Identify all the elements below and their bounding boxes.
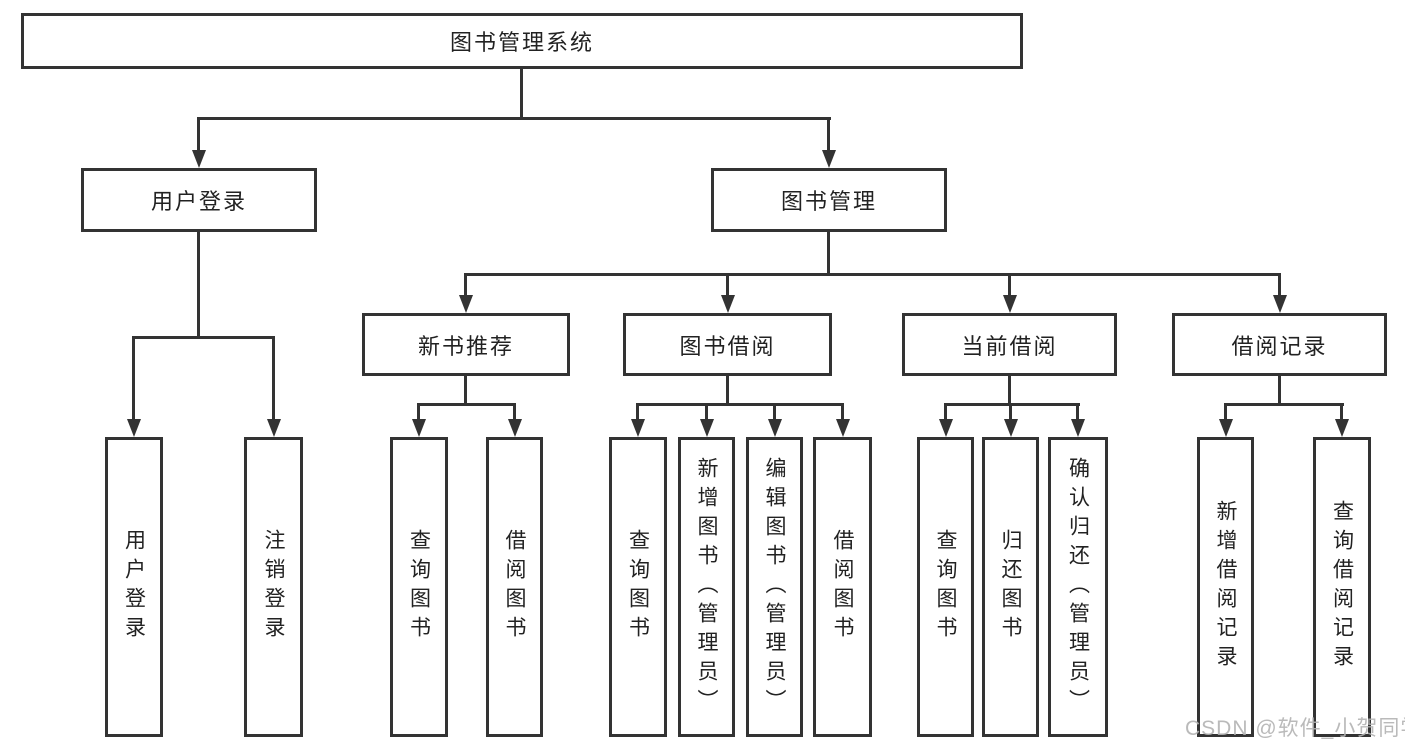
connector-root-stem — [520, 69, 523, 120]
connector-current-bar — [944, 403, 1080, 406]
node-current-borrowing-label: 当前借阅 — [961, 333, 1058, 359]
connector-recommend-drop-2 — [513, 403, 516, 423]
connector-root-drop-book-management — [827, 117, 830, 153]
arrow-down-icon — [1071, 419, 1085, 437]
arrow-down-icon — [1273, 295, 1287, 313]
leaf-borrowing-borrow-books-label: 借阅图书 — [831, 529, 854, 645]
arrow-down-icon — [768, 419, 782, 437]
connector-borrowing-bar — [636, 403, 844, 406]
leaf-recommend-borrow-books-label: 借阅图书 — [503, 529, 526, 645]
leaf-records-add-record: 新增借阅记录 — [1197, 437, 1254, 737]
arrow-down-icon — [1004, 419, 1018, 437]
arrow-down-icon — [631, 419, 645, 437]
arrow-down-icon — [127, 419, 141, 437]
node-user-login-label: 用户登录 — [150, 189, 247, 214]
leaf-records-query-record: 查询借阅记录 — [1313, 437, 1371, 737]
connector-records-drop-1 — [1224, 403, 1227, 423]
connector-userlogin-drop-1 — [132, 336, 135, 422]
connector-recommend-bar — [417, 403, 516, 406]
arrow-down-icon — [836, 419, 850, 437]
arrow-down-icon — [508, 419, 522, 437]
csdn-watermark: CSDN @软件_小贺同学 — [1185, 717, 1405, 740]
node-new-book-recommend: 新书推荐 — [362, 313, 570, 376]
node-book-borrowing-label: 图书借阅 — [679, 333, 776, 359]
connector-recommend-stem — [464, 376, 467, 406]
connector-bookmgmt-drop-2 — [726, 273, 729, 298]
node-root: 图书管理系统 — [21, 13, 1023, 69]
leaf-borrowing-add-books-admin: 新增图书（管理员） — [678, 437, 735, 737]
connector-userlogin-stem — [197, 232, 200, 339]
leaf-current-return-books: 归还图书 — [982, 437, 1039, 737]
connector-userlogin-bar — [132, 336, 275, 339]
connector-root-drop-user-login — [197, 117, 200, 153]
leaf-records-add-record-label: 新增借阅记录 — [1214, 500, 1237, 674]
arrow-down-icon — [1003, 295, 1017, 313]
leaf-logout-label: 注销登录 — [262, 529, 285, 645]
connector-bookmgmt-drop-3 — [1008, 273, 1011, 298]
node-book-management: 图书管理 — [711, 168, 947, 232]
connector-bookmgmt-drop-1 — [464, 273, 467, 298]
connector-current-drop-1 — [944, 403, 947, 423]
leaf-recommend-query-books: 查询图书 — [390, 437, 448, 737]
connector-borrowing-drop-2 — [705, 403, 708, 423]
leaf-logout: 注销登录 — [244, 437, 303, 737]
connector-records-drop-2 — [1340, 403, 1343, 423]
connector-root-bar — [197, 117, 831, 120]
leaf-borrowing-add-books-admin-label: 新增图书（管理员） — [695, 456, 718, 718]
leaf-borrowing-edit-books-admin-label: 编辑图书（管理员） — [763, 456, 786, 718]
connector-current-drop-3 — [1076, 403, 1079, 423]
leaf-borrowing-query-books: 查询图书 — [609, 437, 667, 737]
leaf-borrowing-edit-books-admin: 编辑图书（管理员） — [746, 437, 803, 737]
leaf-current-query-books-label: 查询图书 — [934, 529, 957, 645]
node-book-borrowing: 图书借阅 — [623, 313, 832, 376]
node-new-book-recommend-label: 新书推荐 — [417, 333, 514, 359]
connector-records-stem — [1278, 376, 1281, 406]
node-user-login: 用户登录 — [81, 168, 317, 232]
leaf-recommend-borrow-books: 借阅图书 — [486, 437, 543, 737]
connector-current-stem — [1008, 376, 1011, 406]
arrow-down-icon — [700, 419, 714, 437]
arrow-down-icon — [1335, 419, 1349, 437]
leaf-user-login-label: 用户登录 — [122, 529, 146, 645]
leaf-borrowing-borrow-books: 借阅图书 — [813, 437, 872, 737]
connector-bookmgmt-stem — [827, 232, 830, 276]
connector-current-drop-2 — [1009, 403, 1012, 423]
connector-borrowing-stem — [726, 376, 729, 406]
arrow-down-icon — [267, 419, 281, 437]
arrow-down-icon — [192, 150, 206, 168]
node-current-borrowing: 当前借阅 — [902, 313, 1117, 376]
connector-borrowing-drop-4 — [841, 403, 844, 423]
node-book-management-label: 图书管理 — [780, 189, 877, 214]
node-root-label: 图书管理系统 — [449, 30, 594, 55]
leaf-recommend-query-books-label: 查询图书 — [407, 529, 431, 645]
leaf-current-confirm-return-admin: 确认归还（管理员） — [1048, 437, 1108, 737]
connector-bookmgmt-bar — [464, 273, 1281, 276]
leaf-current-return-books-label: 归还图书 — [999, 529, 1022, 645]
arrow-down-icon — [1219, 419, 1233, 437]
leaf-user-login: 用户登录 — [105, 437, 163, 737]
arrow-down-icon — [822, 150, 836, 168]
connector-userlogin-drop-2 — [272, 336, 275, 422]
connector-borrowing-drop-3 — [773, 403, 776, 423]
leaf-records-query-record-label: 查询借阅记录 — [1330, 500, 1354, 674]
arrow-down-icon — [939, 419, 953, 437]
leaf-borrowing-query-books-label: 查询图书 — [626, 529, 650, 645]
connector-borrowing-drop-1 — [636, 403, 639, 423]
arrow-down-icon — [412, 419, 426, 437]
connector-bookmgmt-drop-4 — [1278, 273, 1281, 298]
arrow-down-icon — [721, 295, 735, 313]
leaf-current-query-books: 查询图书 — [917, 437, 974, 737]
node-borrowing-records: 借阅记录 — [1172, 313, 1387, 376]
node-borrowing-records-label: 借阅记录 — [1231, 333, 1328, 359]
arrow-down-icon — [459, 295, 473, 313]
connector-recommend-drop-1 — [417, 403, 420, 423]
connector-records-bar — [1224, 403, 1344, 406]
leaf-current-confirm-return-admin-label: 确认归还（管理员） — [1066, 456, 1090, 718]
